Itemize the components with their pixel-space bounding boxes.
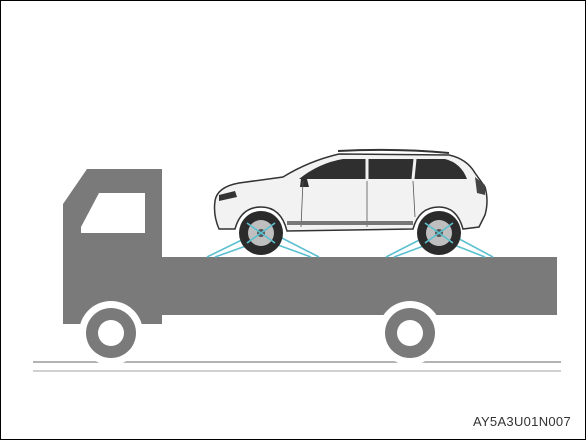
truck-rear-wheel <box>385 308 435 358</box>
truck-flatbed <box>162 257 557 301</box>
truck-cab <box>63 169 162 324</box>
truck-front-wheel <box>86 308 136 358</box>
figure-code-label: AY5A3U01N007 <box>473 414 571 429</box>
suv-car-icon <box>215 150 488 255</box>
